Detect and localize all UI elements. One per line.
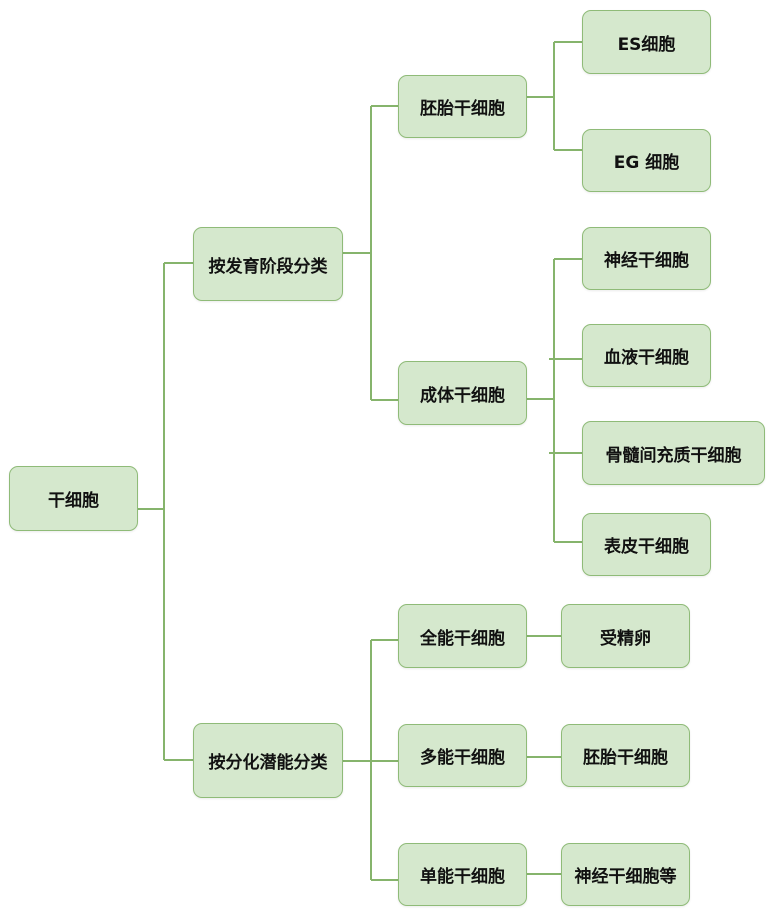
epidermal-stem-cell-node: 表皮干细胞 bbox=[582, 513, 711, 576]
pluripotent-stem-cell-node: 多能干细胞 bbox=[398, 724, 527, 787]
neural-stem-cell-etc-node: 神经干细胞等 bbox=[561, 843, 690, 906]
zygote-node: 受精卵 bbox=[561, 604, 690, 668]
by-differentiation-potency-node: 按分化潜能分类 bbox=[193, 723, 343, 798]
embryonic-stem-cell-example-node: 胚胎干细胞 bbox=[561, 724, 690, 787]
root-node: 干细胞 bbox=[9, 466, 138, 531]
neural-stem-cell-node: 神经干细胞 bbox=[582, 227, 711, 290]
eg-cell-node: EG 细胞 bbox=[582, 129, 711, 192]
es-cell-node: ES细胞 bbox=[582, 10, 711, 74]
totipotent-stem-cell-node: 全能干细胞 bbox=[398, 604, 527, 668]
unipotent-stem-cell-node: 单能干细胞 bbox=[398, 843, 527, 906]
blood-stem-cell-node: 血液干细胞 bbox=[582, 324, 711, 387]
by-development-stage-node: 按发育阶段分类 bbox=[193, 227, 343, 301]
adult-stem-cell-node: 成体干细胞 bbox=[398, 361, 527, 425]
bone-marrow-msc-node: 骨髓间充质干细胞 bbox=[582, 421, 765, 485]
embryonic-stem-cell-node: 胚胎干细胞 bbox=[398, 75, 527, 138]
